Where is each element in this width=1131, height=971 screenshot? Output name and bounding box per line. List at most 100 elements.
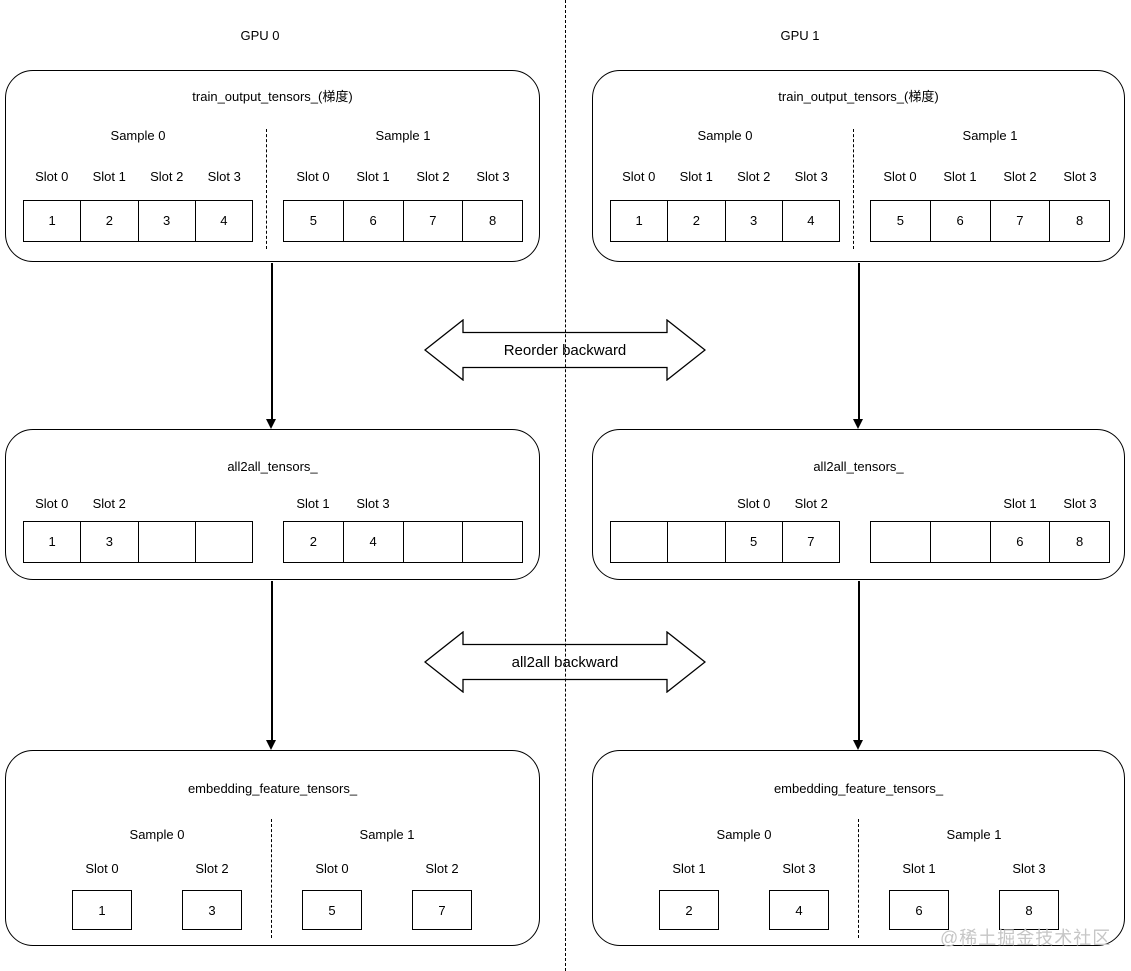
arrow-label: all2all backward [511, 653, 619, 671]
slot-label: Slot 1 [356, 169, 390, 184]
tensor-cell: 1 [23, 200, 82, 242]
slot-label-row: Slot 0 Slot 1 Slot 2 Slot 3 [610, 170, 840, 184]
tensor-cells: 1 2 3 4 [23, 200, 253, 242]
slot-label: Slot 1 [902, 861, 936, 876]
all2all-box-gpu1: all2all_tensors_ Slot 0 Slot 2 5 7 Slot … [592, 429, 1125, 580]
sample-label: Sample 0 [129, 827, 185, 842]
tensor-cell [610, 521, 669, 563]
tensor-cell: 5 [725, 521, 783, 563]
tensor-cells: 2 4 [634, 890, 854, 930]
slot-label [610, 497, 668, 511]
slot-group: Slot 0 Slot 2 5 7 [610, 497, 840, 563]
tensor-cells: 2 4 [283, 521, 523, 563]
slot-label: Slot 1 [1003, 496, 1037, 511]
down-arrow [267, 581, 275, 750]
slot-label: Slot 0 [883, 169, 917, 184]
reorder-backward-arrow: Reorder backward [424, 319, 706, 381]
tensor-cell: 5 [302, 890, 362, 930]
slot-label-row: Slot 0 Slot 1 Slot 2 Slot 3 [283, 170, 523, 184]
slot-label [463, 497, 523, 511]
embedding-box-gpu0: embedding_feature_tensors_ Sample 0 Slot… [5, 750, 540, 946]
tensor-cell: 5 [870, 200, 931, 242]
slot-group: Slot 0 Slot 2 1 3 [23, 497, 253, 563]
tensor-cells: 6 8 [864, 890, 1084, 930]
tensor-cells: 1 2 3 4 [610, 200, 840, 242]
tensor-cell: 8 [1050, 200, 1110, 242]
embedding-box-gpu1: embedding_feature_tensors_ Sample 0 Slot… [592, 750, 1125, 946]
sample-label: Sample 1 [962, 128, 1018, 143]
tensor-cell [463, 521, 523, 563]
sample-divider [858, 819, 859, 938]
tensor-cell: 6 [990, 521, 1051, 563]
tensor-cells: 5 7 [277, 890, 497, 930]
slot-label: Slot 3 [207, 169, 241, 184]
tensor-cell: 2 [81, 200, 139, 242]
slot-label: Slot 1 [679, 169, 713, 184]
slot-label-row: Slot 1 Slot 3 [864, 862, 1084, 876]
slot-label: Slot 2 [1003, 169, 1037, 184]
box-title: embedding_feature_tensors_ [187, 781, 358, 796]
tensor-cell: 4 [343, 521, 404, 563]
sample-group: Sample 0 Slot 0 Slot 2 1 3 [47, 828, 267, 930]
slot-label: Slot 1 [296, 496, 330, 511]
slot-label: Slot 2 [794, 496, 828, 511]
arrow-label: Reorder backward [503, 341, 627, 359]
tensor-cell [668, 521, 726, 563]
slot-label: Slot 1 [943, 169, 977, 184]
slot-label: Slot 1 [92, 169, 126, 184]
gpu1-label: GPU 1 [780, 28, 820, 43]
box-title: train_output_tensors_(梯度) [192, 89, 353, 104]
sample-divider [271, 819, 272, 938]
box-title: all2all_tensors_ [813, 459, 904, 474]
sample-divider [853, 129, 854, 249]
tensor-cell: 8 [999, 890, 1059, 930]
slot-label: Slot 0 [737, 496, 771, 511]
tensor-cells: 5 6 7 8 [283, 200, 523, 242]
sample-group: Sample 1 Slot 0 Slot 2 5 7 [277, 828, 497, 930]
train-output-box-gpu1: train_output_tensors_(梯度) Sample 0 Slot … [592, 70, 1125, 262]
sample-label: Sample 0 [716, 827, 772, 842]
slot-label: Slot 0 [35, 169, 69, 184]
slot-label-row: Slot 1 Slot 3 [870, 497, 1110, 511]
slot-label: Slot 2 [425, 861, 459, 876]
slot-label [930, 497, 990, 511]
sample-label: Sample 0 [110, 128, 166, 143]
slot-label [870, 497, 930, 511]
tensor-cell [403, 521, 464, 563]
slot-label: Slot 3 [1063, 169, 1097, 184]
gpu0-label: GPU 0 [240, 28, 280, 43]
slot-label: Slot 2 [737, 169, 771, 184]
tensor-cells: 5 6 7 8 [870, 200, 1110, 242]
slot-label: Slot 3 [1063, 496, 1097, 511]
tensor-cell: 3 [725, 200, 783, 242]
sample-group: Sample 0 Slot 0 Slot 1 Slot 2 Slot 3 1 2… [610, 129, 840, 242]
tensor-cell: 6 [889, 890, 949, 930]
slot-group: Slot 1 Slot 3 6 8 [870, 497, 1110, 563]
tensor-cell: 3 [182, 890, 242, 930]
slot-label-row: Slot 0 Slot 1 Slot 2 Slot 3 [870, 170, 1110, 184]
tensor-cell: 1 [72, 890, 132, 930]
slot-label [668, 497, 726, 511]
sample-label: Sample 1 [946, 827, 1002, 842]
tensor-cell [930, 521, 991, 563]
tensor-cell: 4 [195, 200, 253, 242]
box-title: embedding_feature_tensors_ [773, 781, 944, 796]
tensor-cell: 6 [930, 200, 991, 242]
slot-label: Slot 0 [296, 169, 330, 184]
slot-label: Slot 2 [195, 861, 229, 876]
slot-label: Slot 3 [356, 496, 390, 511]
sample-label: Sample 1 [359, 827, 415, 842]
slot-label: Slot 3 [1012, 861, 1046, 876]
slot-label: Slot 0 [85, 861, 119, 876]
slot-label-row: Slot 0 Slot 1 Slot 2 Slot 3 [23, 170, 253, 184]
box-title: all2all_tensors_ [227, 459, 318, 474]
sample-group: Sample 1 Slot 0 Slot 1 Slot 2 Slot 3 5 6… [283, 129, 523, 242]
tensor-cell: 8 [463, 200, 523, 242]
tensor-cell: 3 [138, 200, 196, 242]
tensor-cell: 6 [343, 200, 404, 242]
tensor-cell: 1 [610, 200, 669, 242]
tensor-cell [195, 521, 253, 563]
sample-group: Sample 0 Slot 1 Slot 3 2 4 [634, 828, 854, 930]
slot-label-row: Slot 0 Slot 2 [23, 497, 253, 511]
